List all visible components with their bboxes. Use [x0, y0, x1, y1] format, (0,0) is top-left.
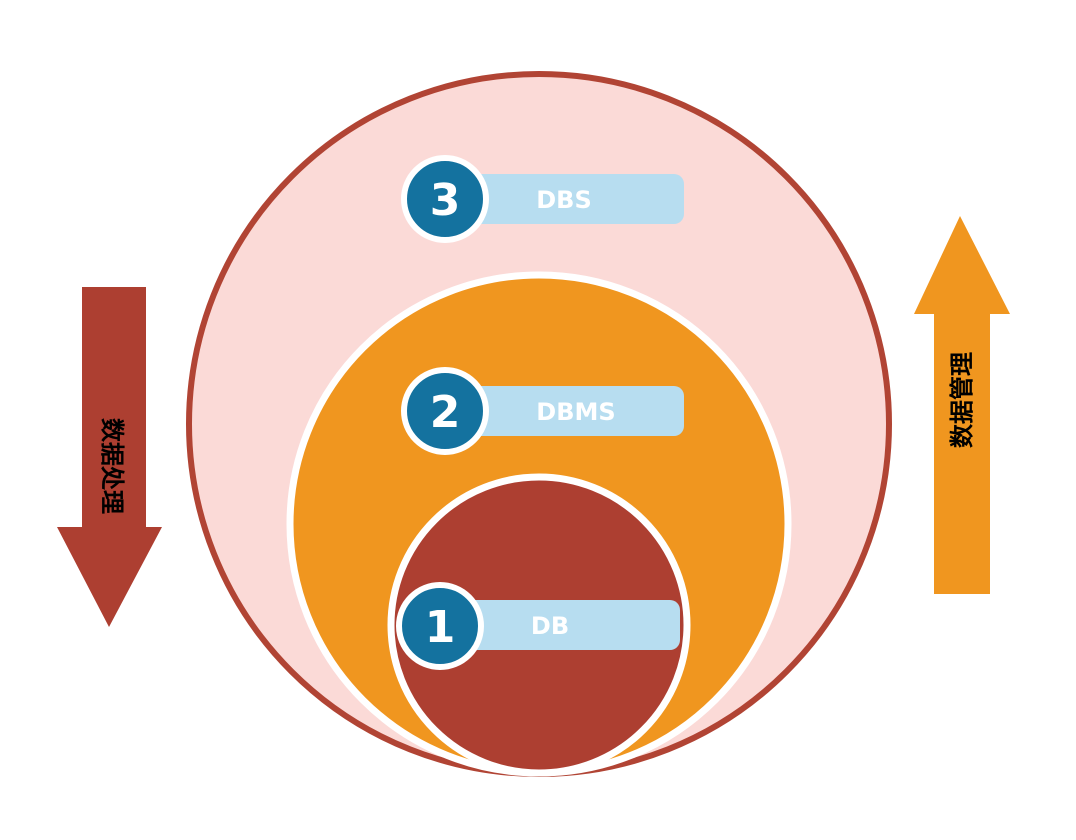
number-badge-1	[396, 582, 484, 670]
right-arrow-shape	[914, 216, 1010, 594]
left-arrow-label: 数据处理	[98, 418, 126, 514]
number-badge-3	[401, 155, 489, 243]
label-text-dbs: DBS	[536, 186, 592, 214]
layer-label-dbms: DBMS 2	[401, 367, 684, 455]
number-text-3: 3	[430, 175, 461, 226]
left-arrow-data-processing: 数据处理	[57, 287, 162, 627]
number-text-2: 2	[430, 387, 461, 438]
number-text-1: 1	[425, 602, 456, 653]
layer-label-dbs: DBS 3	[401, 155, 684, 243]
layer-label-db: DB 1	[396, 582, 680, 670]
right-arrow-data-management: 数据管理	[914, 216, 1010, 594]
number-badge-2	[401, 367, 489, 455]
label-pill-db	[444, 600, 680, 650]
left-arrow-shape	[57, 287, 162, 627]
label-pill-dbms	[448, 386, 684, 436]
right-arrow-label: 数据管理	[948, 352, 976, 448]
label-text-dbms: DBMS	[536, 398, 615, 426]
label-text-db: DB	[531, 612, 569, 640]
label-pill-dbs	[448, 174, 684, 224]
